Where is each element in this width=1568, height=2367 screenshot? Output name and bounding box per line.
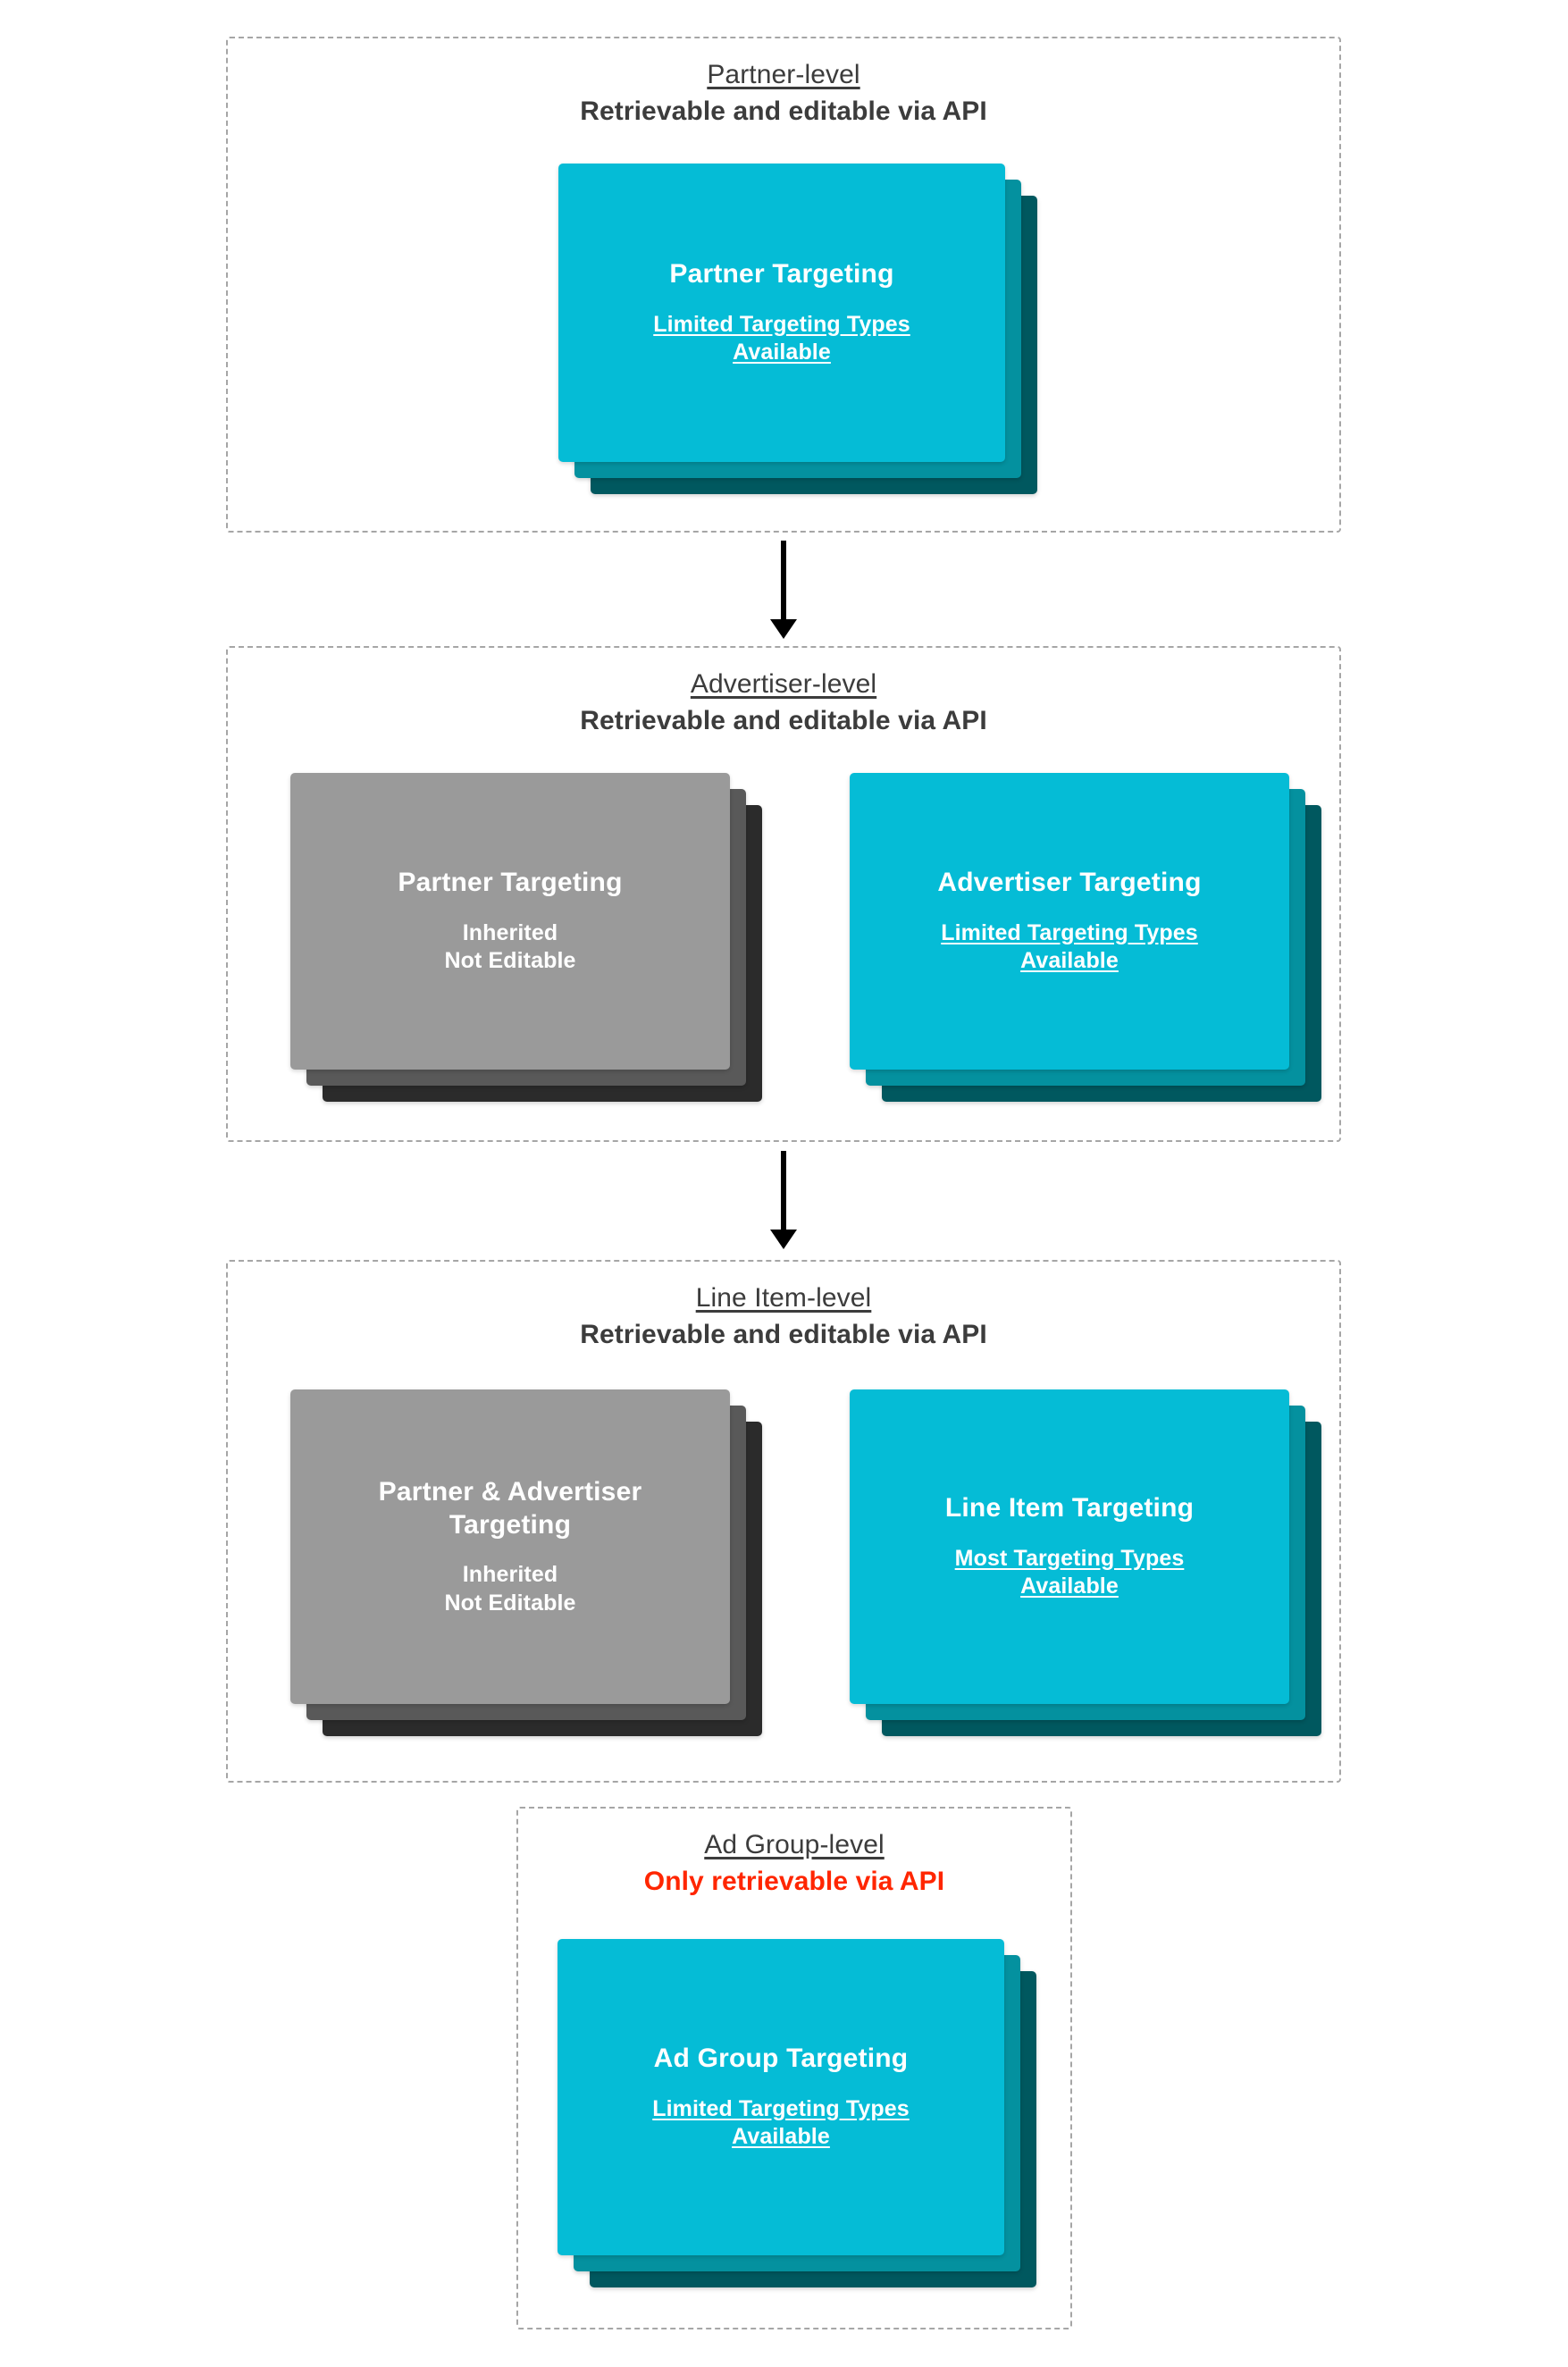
- card-title-line2: Targeting: [449, 1509, 572, 1540]
- connector-advertiser-to-line-item: [770, 1151, 797, 1249]
- connector-shaft: [781, 1151, 786, 1231]
- card-subtitle-line2: Available: [733, 340, 831, 365]
- card-subtitle-line2: Not Editable: [444, 948, 576, 974]
- card-stack-line-item-targeting: Line Item Targeting Most Targeting Types…: [850, 1389, 1321, 1736]
- card-partner-advertiser-targeting-inherited[interactable]: Partner & Advertiser Targeting Inherited…: [290, 1389, 730, 1704]
- card-subtitle-ad-group-targeting: Limited Targeting Types Available: [652, 2095, 910, 2152]
- card-subtitle-line1: Limited Targeting Types: [941, 919, 1198, 945]
- card-subtitle-line2: Available: [1020, 948, 1119, 974]
- level-title-partner: Partner-level: [707, 60, 860, 89]
- card-title-ad-group-targeting: Ad Group Targeting: [653, 2044, 909, 2074]
- section-partner-level: Partner-level Retrievable and editable v…: [226, 37, 1341, 533]
- card-subtitle-line1: Limited Targeting Types: [652, 2095, 910, 2121]
- card-subtitle-line2: Available: [732, 2124, 830, 2150]
- api-status-ad-group: Only retrievable via API: [643, 1867, 945, 1897]
- connector-shaft: [781, 541, 786, 621]
- card-subtitle-advertiser-targeting: Limited Targeting Types Available: [941, 919, 1198, 976]
- cards-row-line-item-level: Partner & Advertiser Targeting Inherited…: [290, 1389, 1321, 1736]
- card-stack-partner-targeting-inherited: Partner Targeting Inherited Not Editable: [290, 773, 762, 1102]
- card-subtitle-line1: Inherited: [462, 1562, 558, 1588]
- card-title-partner-advertiser-targeting: Partner & Advertiser Targeting: [379, 1476, 642, 1541]
- section-advertiser-level-header: Advertiser-level Retrievable and editabl…: [228, 648, 1339, 739]
- cards-row-ad-group-level: Ad Group Targeting Limited Targeting Typ…: [558, 1939, 1036, 2287]
- card-stack-partner-targeting: Partner Targeting Limited Targeting Type…: [558, 164, 1037, 494]
- card-subtitle-line2: Available: [1020, 1574, 1119, 1599]
- level-title-advertiser: Advertiser-level: [690, 669, 877, 699]
- card-title-partner-targeting-inherited: Partner Targeting: [398, 868, 623, 898]
- section-ad-group-level-header: Ad Group-level Only retrievable via API: [518, 1809, 1070, 1900]
- card-ad-group-targeting[interactable]: Ad Group Targeting Limited Targeting Typ…: [558, 1939, 1004, 2255]
- api-status-advertiser: Retrievable and editable via API: [580, 706, 987, 736]
- card-partner-targeting-inherited[interactable]: Partner Targeting Inherited Not Editable: [290, 773, 730, 1070]
- card-stack-partner-advertiser-targeting-inherited: Partner & Advertiser Targeting Inherited…: [290, 1389, 762, 1736]
- card-partner-targeting[interactable]: Partner Targeting Limited Targeting Type…: [558, 164, 1005, 462]
- card-line-item-targeting[interactable]: Line Item Targeting Most Targeting Types…: [850, 1389, 1289, 1704]
- card-subtitle-partner-targeting-inherited: Inherited Not Editable: [444, 919, 575, 976]
- section-line-item-level: Line Item-level Retrievable and editable…: [226, 1260, 1341, 1783]
- card-title-line1: Partner & Advertiser: [378, 1476, 642, 1507]
- card-title-advertiser-targeting: Advertiser Targeting: [937, 868, 1202, 898]
- card-subtitle-line-item-targeting: Most Targeting Types Available: [955, 1545, 1185, 1601]
- api-status-partner: Retrievable and editable via API: [580, 97, 987, 127]
- level-title-line-item: Line Item-level: [695, 1283, 872, 1313]
- card-stack-ad-group-targeting: Ad Group Targeting Limited Targeting Typ…: [558, 1939, 1036, 2287]
- card-stack-advertiser-targeting: Advertiser Targeting Limited Targeting T…: [850, 773, 1321, 1102]
- card-subtitle-line1: Limited Targeting Types: [653, 311, 910, 337]
- cards-row-partner-level: Partner Targeting Limited Targeting Type…: [558, 164, 1037, 494]
- connector-arrowhead: [770, 1230, 797, 1249]
- section-line-item-level-header: Line Item-level Retrievable and editable…: [228, 1262, 1339, 1353]
- connector-partner-to-advertiser: [770, 541, 797, 639]
- cards-row-advertiser-level: Partner Targeting Inherited Not Editable…: [290, 773, 1321, 1102]
- card-subtitle-line2: Not Editable: [444, 1590, 576, 1616]
- connector-arrowhead: [770, 619, 797, 639]
- card-subtitle-partner-advertiser-targeting-inherited: Inherited Not Editable: [444, 1561, 575, 1617]
- card-advertiser-targeting[interactable]: Advertiser Targeting Limited Targeting T…: [850, 773, 1289, 1070]
- section-partner-level-header: Partner-level Retrievable and editable v…: [228, 38, 1339, 130]
- section-ad-group-level: Ad Group-level Only retrievable via API …: [516, 1807, 1072, 2329]
- level-title-ad-group: Ad Group-level: [704, 1830, 885, 1859]
- card-title-line-item-targeting: Line Item Targeting: [944, 1493, 1195, 1523]
- api-status-line-item: Retrievable and editable via API: [580, 1320, 987, 1350]
- card-subtitle-line1: Most Targeting Types: [954, 1545, 1185, 1571]
- section-advertiser-level: Advertiser-level Retrievable and editabl…: [226, 646, 1341, 1142]
- card-title-partner-targeting: Partner Targeting: [669, 259, 894, 290]
- card-subtitle-line1: Inherited: [462, 919, 558, 945]
- card-subtitle-partner-targeting: Limited Targeting Types Available: [653, 311, 910, 367]
